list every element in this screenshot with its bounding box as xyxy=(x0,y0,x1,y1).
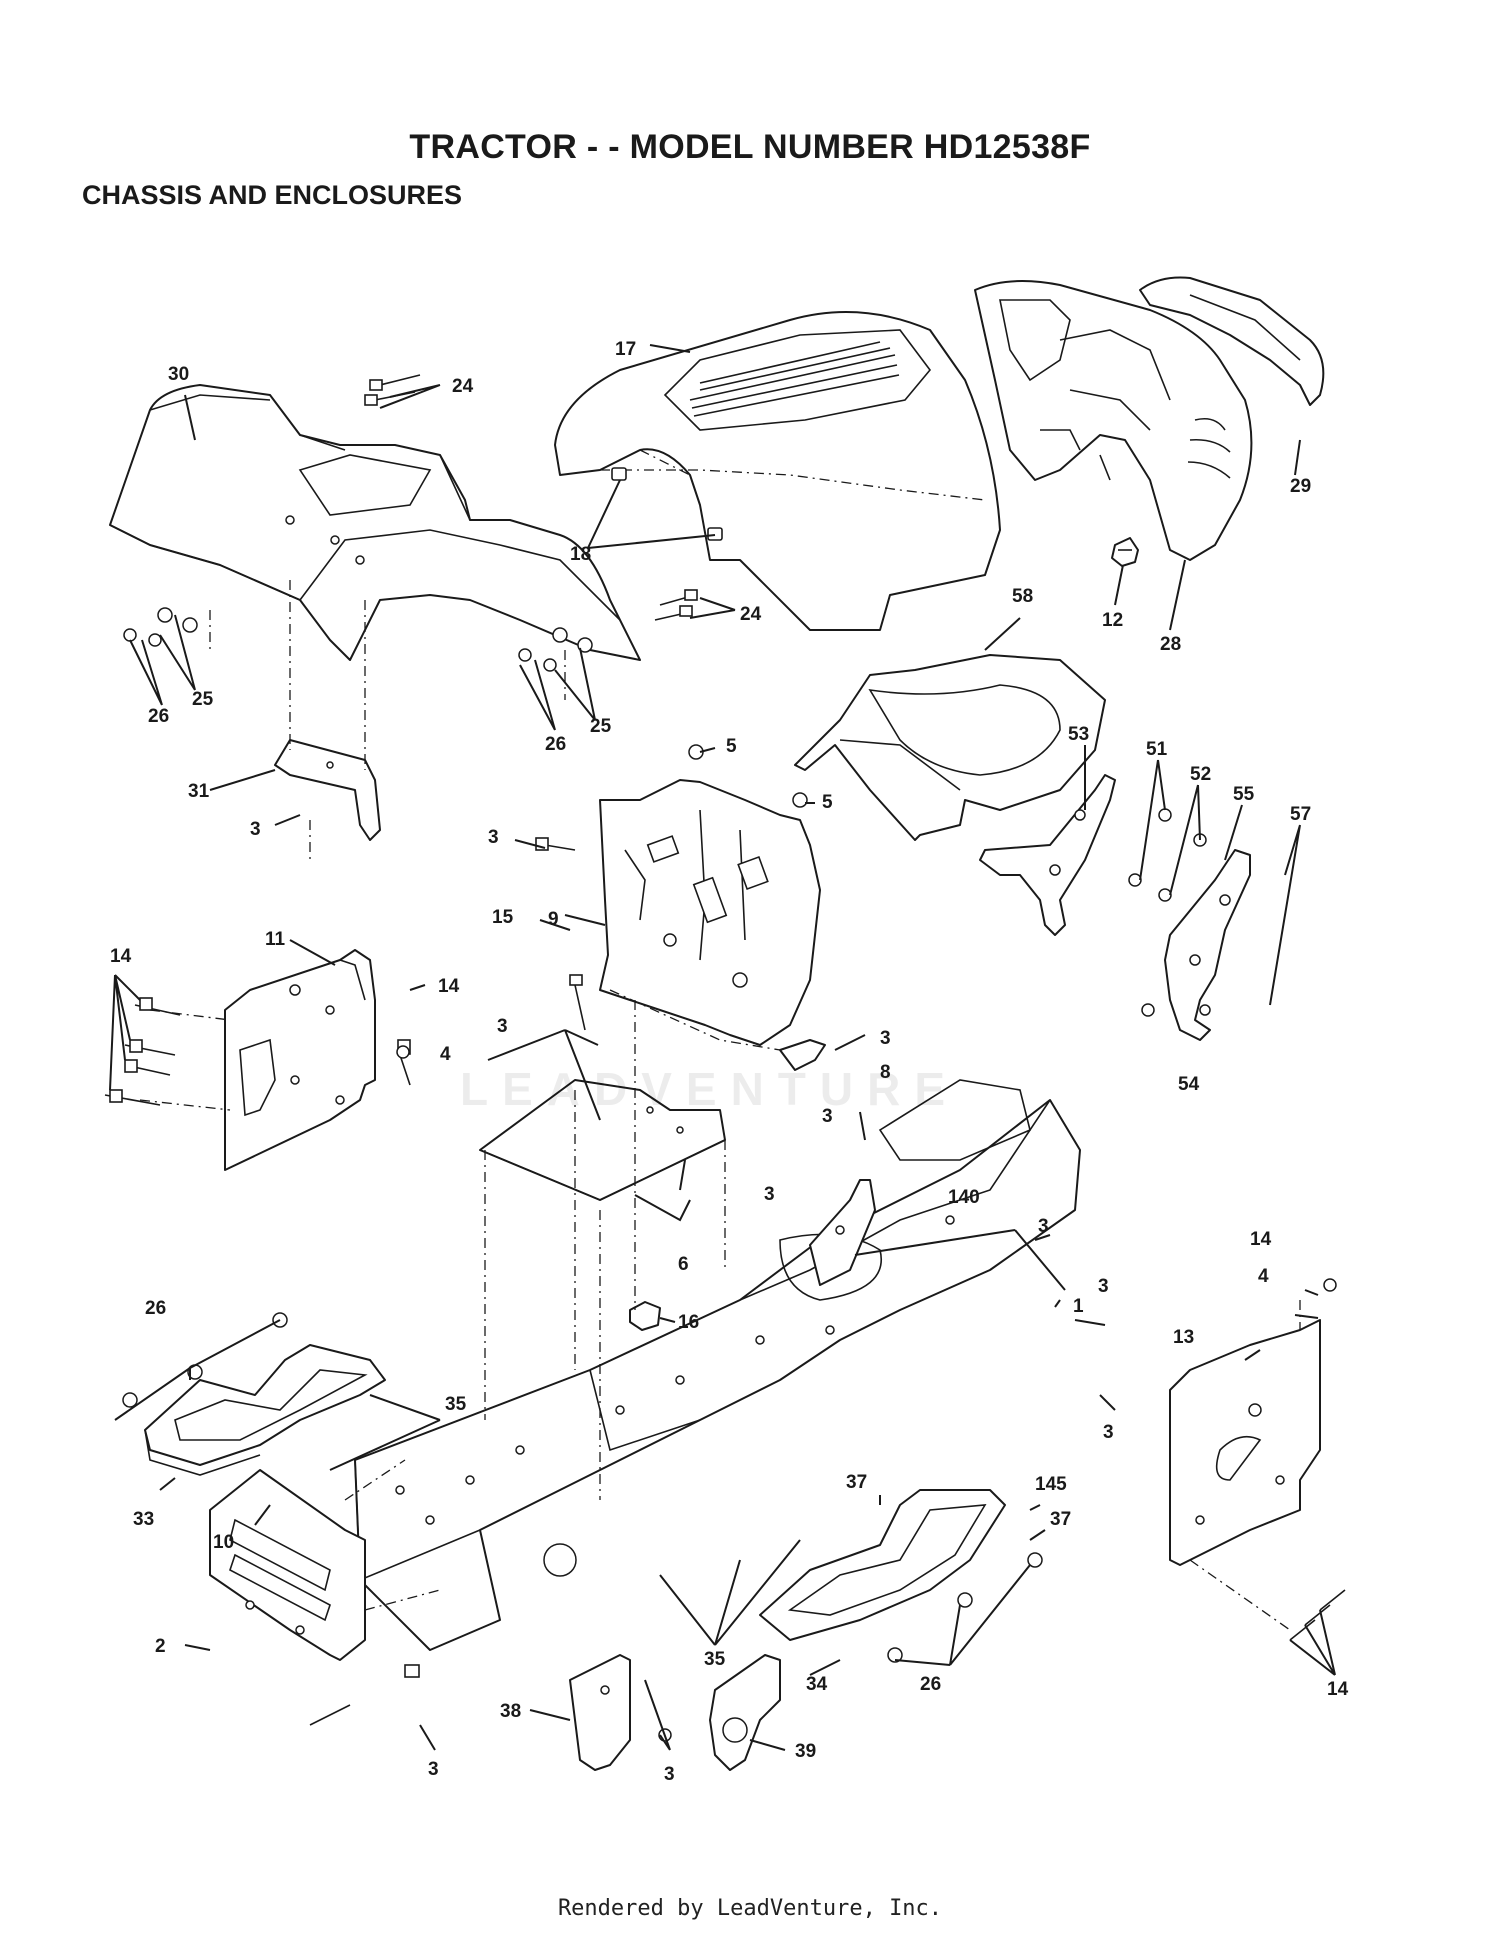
callout-26: 26 xyxy=(148,706,169,727)
hardware-bolts xyxy=(104,374,1346,1726)
part-39-bracket xyxy=(709,1654,781,1771)
callout-53: 53 xyxy=(1068,724,1089,745)
part-2-front-plate xyxy=(209,1469,366,1661)
callout-25: 25 xyxy=(192,689,214,710)
callout-12: 12 xyxy=(1102,610,1123,631)
callout-55: 55 xyxy=(1233,784,1255,805)
callout-52: 52 xyxy=(1190,764,1211,785)
section-title: CHASSIS AND ENCLOSURES xyxy=(82,180,463,210)
part-58-shroud xyxy=(794,654,1106,841)
callout-labels: 30 24 17 29 18 24 12 28 58 25 26 26 25 5… xyxy=(110,339,1349,1785)
part-38-bracket xyxy=(569,1654,631,1771)
callout-1: 1 xyxy=(1073,1296,1084,1317)
callout-4: 4 xyxy=(440,1044,451,1065)
callout-57: 57 xyxy=(1290,804,1311,825)
callout-11: 11 xyxy=(265,929,286,950)
callout-2: 2 xyxy=(155,1636,166,1657)
callout-54: 54 xyxy=(1178,1074,1200,1095)
callout-5: 5 xyxy=(726,736,737,757)
callout-58: 58 xyxy=(1012,586,1033,607)
callout-26: 26 xyxy=(145,1298,166,1319)
callout-28: 28 xyxy=(1160,634,1181,655)
part-11-left-side-panel xyxy=(224,949,376,1171)
callout-38: 38 xyxy=(500,1701,521,1722)
page-title: TRACTOR - - MODEL NUMBER HD12538F xyxy=(409,128,1091,166)
callout-3: 3 xyxy=(497,1016,508,1037)
callout-3: 3 xyxy=(488,827,499,848)
part-55-pedal-bracket xyxy=(1164,849,1251,1041)
callout-14: 14 xyxy=(438,976,460,997)
callout-145: 145 xyxy=(1035,1474,1067,1495)
callout-3: 3 xyxy=(250,819,261,840)
callout-10: 10 xyxy=(213,1532,234,1553)
callout-25: 25 xyxy=(590,716,612,737)
part-8-clip xyxy=(779,1039,826,1071)
part-12-clip xyxy=(1111,537,1139,567)
callout-140: 140 xyxy=(948,1187,980,1208)
callout-3: 3 xyxy=(880,1028,891,1049)
callout-24: 24 xyxy=(452,376,474,397)
part-28-grille-housing xyxy=(974,280,1253,561)
callout-3: 3 xyxy=(1098,1276,1109,1297)
part-17-hood xyxy=(554,311,1001,631)
callout-24: 24 xyxy=(740,604,762,625)
callout-8: 8 xyxy=(880,1062,891,1083)
callout-3: 3 xyxy=(428,1759,439,1780)
callout-29: 29 xyxy=(1290,476,1311,497)
callout-17: 17 xyxy=(615,339,636,360)
part-31-bracket xyxy=(274,739,381,841)
callout-30: 30 xyxy=(168,364,189,385)
callout-39: 39 xyxy=(795,1741,816,1762)
callout-33: 33 xyxy=(133,1509,154,1530)
part-9-dash-panel xyxy=(599,779,821,1051)
callout-9: 9 xyxy=(548,909,559,930)
part-53-bracket xyxy=(979,774,1116,936)
callout-16: 16 xyxy=(678,1312,699,1333)
render-credit: Rendered by LeadVenture, Inc. xyxy=(557,1896,943,1921)
callout-26: 26 xyxy=(920,1674,941,1695)
callout-6: 6 xyxy=(678,1254,689,1275)
leader-lines xyxy=(109,344,1336,1751)
part-1-main-frame xyxy=(354,1079,1081,1651)
assembly-lines xyxy=(139,580,1301,1631)
part-140-bracket xyxy=(809,1179,876,1286)
callout-37: 37 xyxy=(1050,1509,1071,1530)
callout-14: 14 xyxy=(1327,1679,1349,1700)
callout-13: 13 xyxy=(1173,1327,1194,1348)
part-16-nut xyxy=(629,1301,661,1331)
callout-3: 3 xyxy=(1103,1422,1114,1443)
callout-4: 4 xyxy=(1258,1266,1269,1287)
watermark: LEADVENTURE xyxy=(460,1063,960,1115)
part-33-left-footrest xyxy=(144,1344,386,1476)
callout-35: 35 xyxy=(704,1649,726,1670)
part-34-right-footrest xyxy=(759,1489,1006,1641)
callout-3: 3 xyxy=(1038,1216,1049,1237)
part-30-rear-fender xyxy=(109,384,641,661)
callout-35: 35 xyxy=(445,1394,467,1415)
part-13-right-side-panel xyxy=(1169,1319,1321,1566)
callout-51: 51 xyxy=(1146,739,1168,760)
callout-15: 15 xyxy=(492,907,514,928)
callout-3: 3 xyxy=(764,1184,775,1205)
callout-14: 14 xyxy=(110,946,132,967)
callout-37: 37 xyxy=(846,1472,867,1493)
callout-3: 3 xyxy=(822,1106,833,1127)
callout-14: 14 xyxy=(1250,1229,1272,1250)
callout-18: 18 xyxy=(570,544,591,565)
callout-26: 26 xyxy=(545,734,566,755)
part-29-nose-trim xyxy=(1139,276,1325,406)
callout-5: 5 xyxy=(822,792,833,813)
callout-31: 31 xyxy=(188,781,210,802)
callout-3: 3 xyxy=(664,1764,675,1785)
callout-34: 34 xyxy=(806,1674,828,1695)
